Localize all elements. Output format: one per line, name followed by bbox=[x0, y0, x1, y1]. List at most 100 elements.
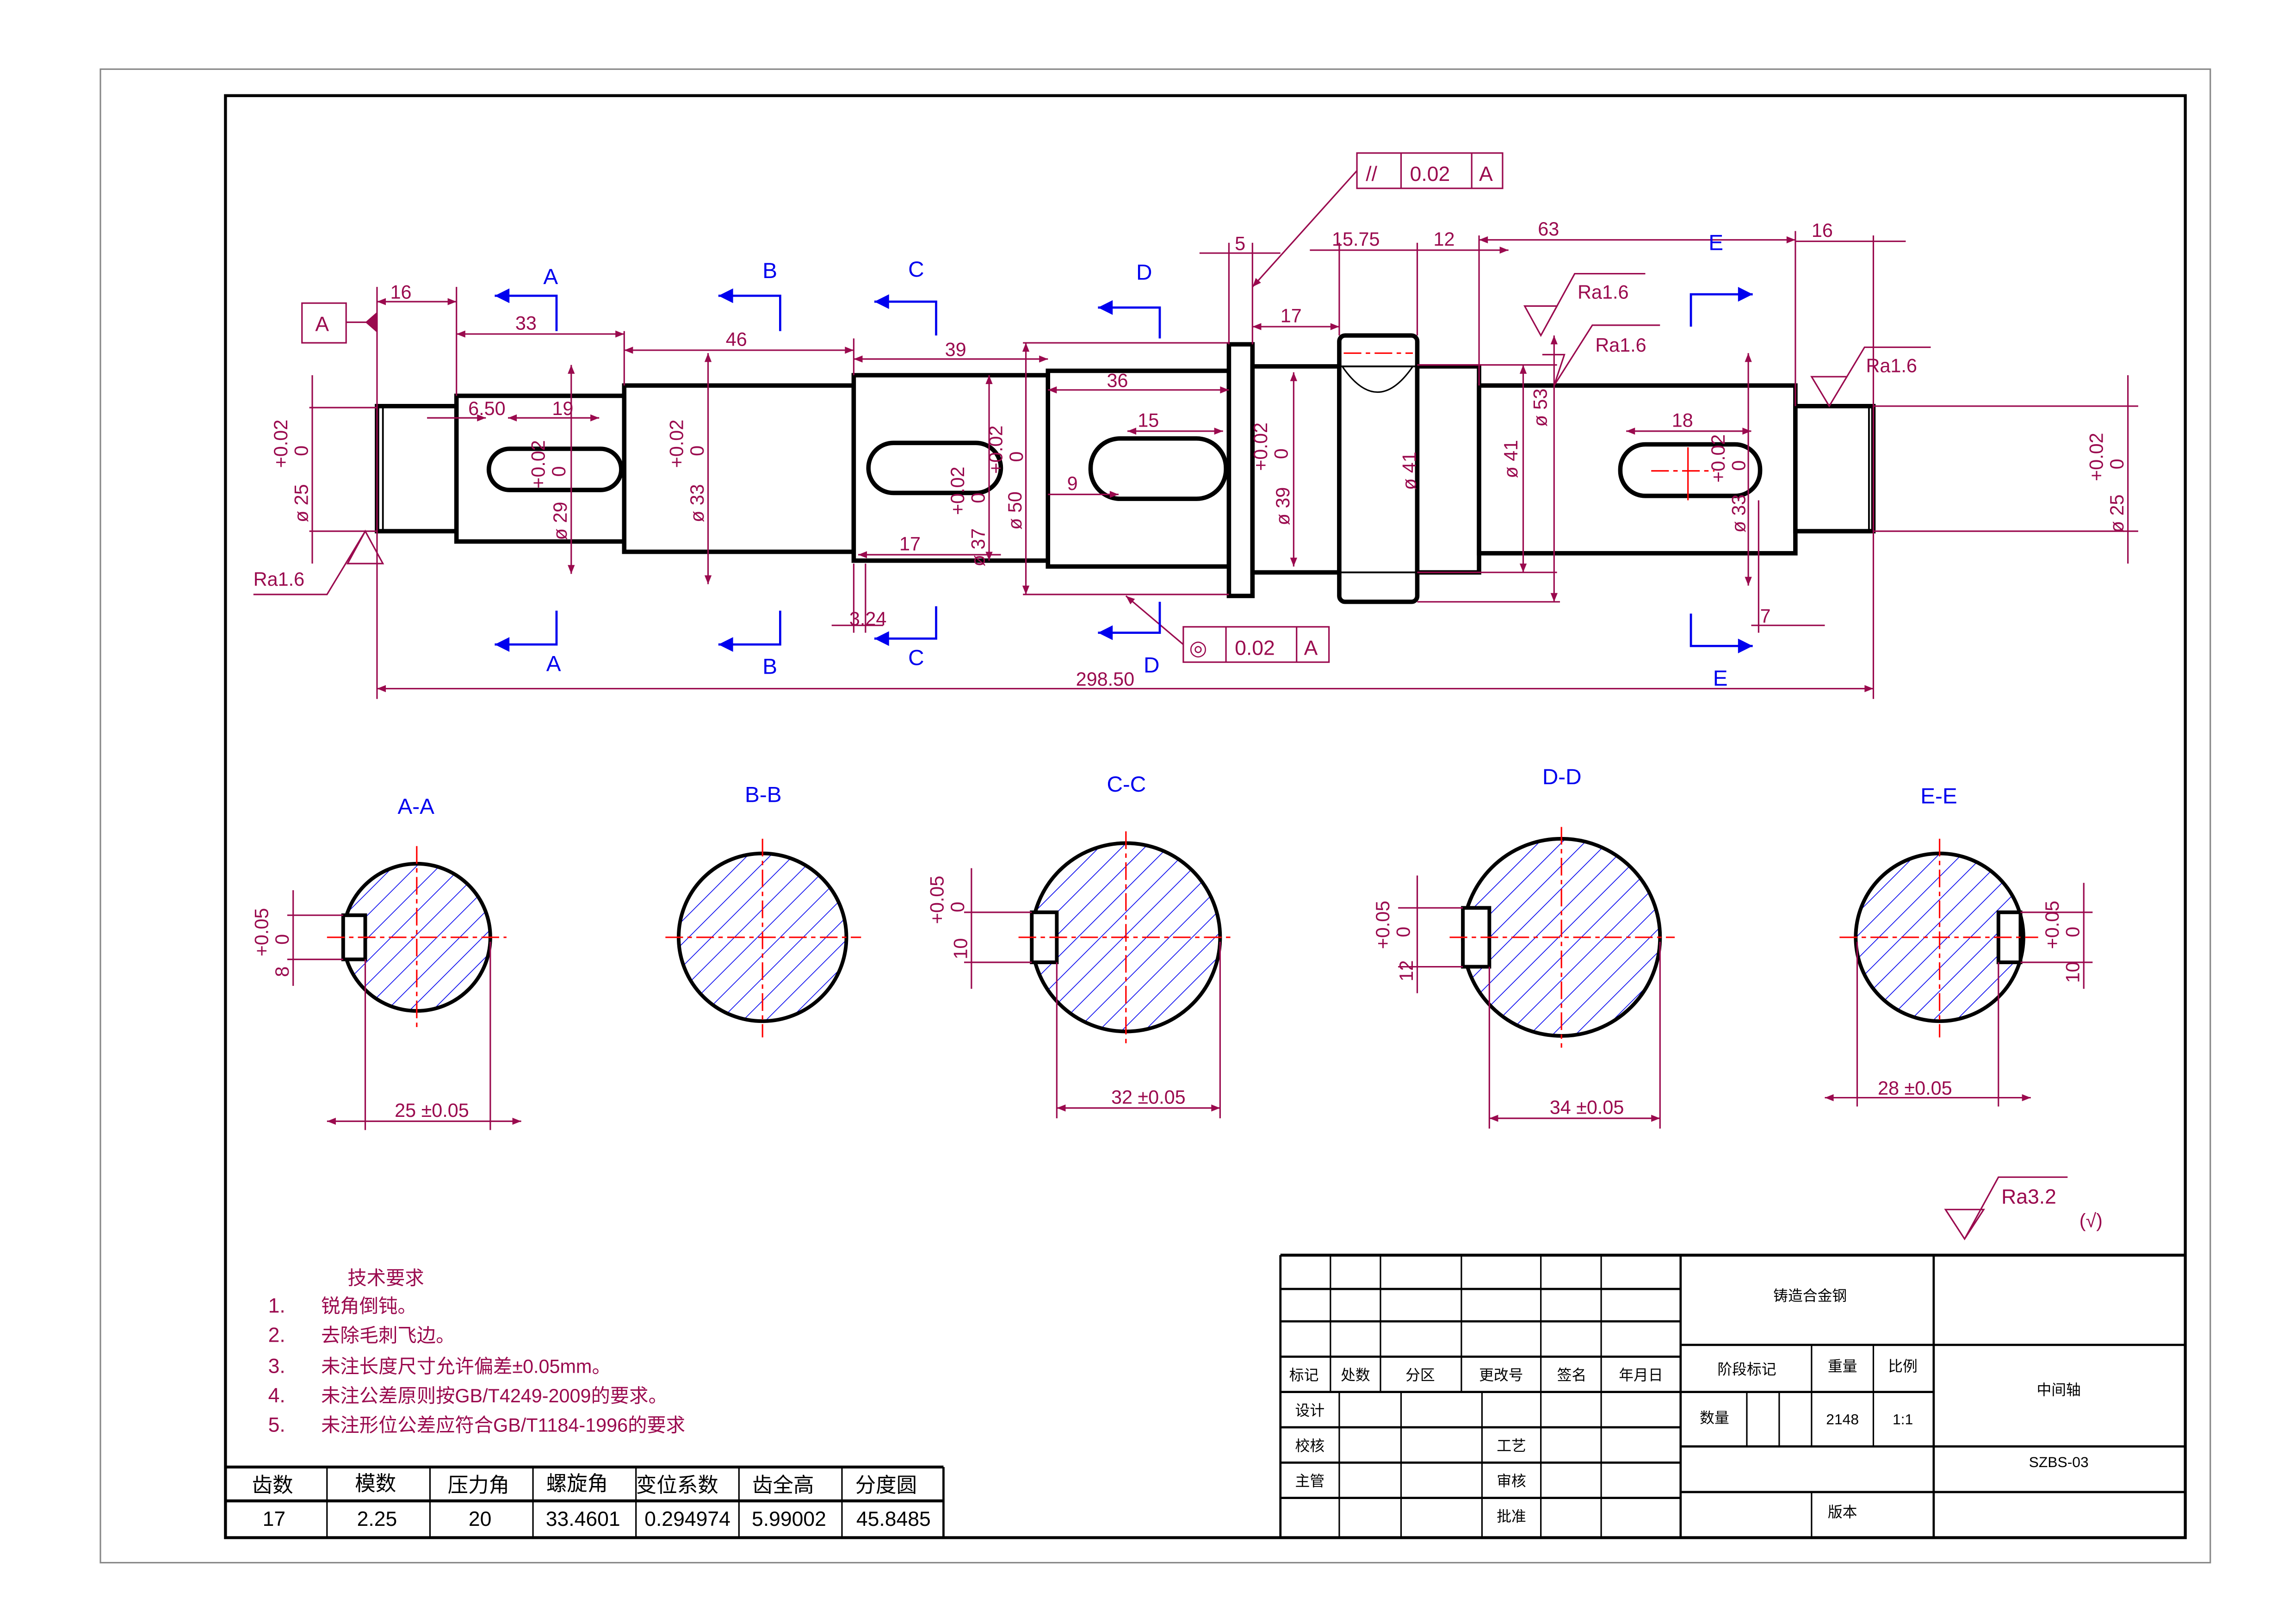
keyway-width: 25 ±0.05 bbox=[395, 1100, 469, 1121]
process-label: 工艺 bbox=[1497, 1437, 1526, 1454]
dim-17-keyway: 17 bbox=[899, 533, 921, 554]
dia-37: ø 37 bbox=[967, 528, 989, 567]
roughness-label: Ra1.6 bbox=[1578, 282, 1628, 303]
item-text: 锐角倒钝。 bbox=[321, 1295, 417, 1317]
section-c-top: C bbox=[908, 257, 924, 282]
tol-up: +0.05 bbox=[2042, 901, 2063, 949]
item-text: 未注形位公差应符合GB/T1184-1996的要求 bbox=[321, 1415, 685, 1436]
tol-lo: 0 bbox=[2062, 927, 2084, 937]
dia-33: ø 33 bbox=[687, 484, 708, 522]
section-e-top: E bbox=[1708, 231, 1723, 255]
approve-label: 批准 bbox=[1497, 1508, 1526, 1525]
section-c-bottom: C bbox=[908, 646, 924, 670]
tol-up: +0.02 bbox=[1250, 422, 1271, 471]
weight-label: 重量 bbox=[1828, 1358, 1857, 1375]
dia-25-right: ø 25 bbox=[2106, 495, 2128, 533]
weight-value: 2148 bbox=[1826, 1411, 1859, 1428]
keyway-width: 34 ±0.05 bbox=[1550, 1097, 1624, 1118]
tol-up: +0.05 bbox=[251, 908, 272, 957]
drawing-number: SZBS-03 bbox=[2029, 1454, 2089, 1470]
datum-ref: A bbox=[1479, 163, 1493, 186]
tol-up: +0.02 bbox=[270, 420, 291, 468]
section-d-d: D-D +0.05 0 12 34 ±0.05 bbox=[1372, 765, 1675, 1129]
gear-value: 20 bbox=[469, 1508, 492, 1530]
section-c-c: C-C +0.05 0 10 32 ±0.05 bbox=[926, 772, 1233, 1119]
quantity-label: 数量 bbox=[1700, 1409, 1729, 1426]
dia-41: ø 41 bbox=[1500, 440, 1522, 478]
dim-36: 36 bbox=[1107, 370, 1128, 391]
item-text: 未注公差原则按GB/T4249-2009的要求。 bbox=[321, 1385, 668, 1406]
dim-5: 5 bbox=[1235, 233, 1245, 254]
gear-header: 分度圆 bbox=[855, 1474, 917, 1497]
roughness-label: Ra1.6 bbox=[254, 569, 304, 590]
dia-53: ø 53 bbox=[1529, 389, 1551, 427]
item-number: 4. bbox=[268, 1384, 285, 1407]
section-title: C-C bbox=[1107, 772, 1146, 797]
dim-12: 12 bbox=[1434, 229, 1455, 250]
dim-9: 9 bbox=[1067, 473, 1078, 494]
section-title: A-A bbox=[397, 794, 434, 819]
tolerance-value: 0.02 bbox=[1410, 163, 1450, 186]
keyway-depth: 10 bbox=[2062, 962, 2084, 983]
tol-lo: 0 bbox=[1006, 452, 1027, 462]
title-block-text: 标记 处数 分区 更改号 签名 年月日 设计 校核 主管 工艺 审核 批准 铸造… bbox=[1289, 1287, 2089, 1524]
concentricity-frame: ◎ 0.02 A bbox=[1182, 626, 1330, 663]
tol-up: +0.02 bbox=[666, 420, 687, 468]
dim-6-50: 6.50 bbox=[468, 398, 505, 419]
material: 铸造合金钢 bbox=[1773, 1287, 1847, 1304]
tol-up: +0.02 bbox=[947, 467, 968, 515]
part-name: 中间轴 bbox=[2036, 1381, 2080, 1398]
design-label: 设计 bbox=[1295, 1402, 1325, 1419]
item-number: 2. bbox=[268, 1324, 285, 1347]
keyway-d bbox=[1088, 436, 1228, 501]
general-roughness: Ra3.2 bbox=[2001, 1186, 2056, 1208]
dim-63: 63 bbox=[1538, 218, 1559, 240]
keyway-a bbox=[486, 446, 624, 492]
gear-header: 变位系数 bbox=[636, 1474, 718, 1497]
dim-19: 19 bbox=[552, 398, 573, 419]
section-b-b: B-B bbox=[665, 782, 861, 1038]
section-title: B-B bbox=[745, 782, 782, 807]
section-markers: A A B B C C D D E E bbox=[495, 231, 1753, 691]
general-roughness-note: (√) bbox=[2079, 1210, 2103, 1231]
rev-header: 处数 bbox=[1341, 1367, 1370, 1383]
dimension-lines bbox=[309, 170, 2138, 699]
gear-value: 2.25 bbox=[357, 1508, 397, 1530]
rev-header: 签名 bbox=[1557, 1367, 1587, 1383]
section-a-a: A-A +0.05 0 8 25 ±0.05 bbox=[251, 794, 521, 1130]
section-b-top: B bbox=[762, 259, 777, 283]
tol-up: +0.02 bbox=[1708, 434, 1729, 483]
dim-16-right: 16 bbox=[1812, 220, 1833, 241]
dia-29: ø 29 bbox=[550, 502, 571, 540]
keyway-width: 28 ±0.05 bbox=[1878, 1078, 1952, 1099]
item-text: 未注长度尺寸允许偏差±0.05mm。 bbox=[321, 1356, 611, 1377]
gear-value: 17 bbox=[263, 1508, 286, 1530]
tol-up: +0.05 bbox=[926, 876, 947, 924]
dim-46: 46 bbox=[726, 328, 747, 350]
review-label: 审核 bbox=[1497, 1473, 1526, 1489]
gear-value: 5.99002 bbox=[752, 1508, 826, 1530]
paper-border bbox=[99, 68, 2211, 1564]
item-number: 3. bbox=[268, 1355, 285, 1377]
tol-lo: 0 bbox=[1728, 460, 1750, 471]
gear-value: 45.8485 bbox=[856, 1508, 931, 1530]
section-e-e: E-E +0.05 0 10 28 ±0.05 bbox=[1825, 784, 2093, 1107]
dim-7: 7 bbox=[1760, 605, 1771, 626]
dim-15-75: 15.75 bbox=[1332, 229, 1380, 250]
rev-header: 分区 bbox=[1405, 1367, 1435, 1383]
diameter-labels: ø 25 +0.02 0 ø 29 +0.02 0 ø 33 +0.02 0 ø… bbox=[270, 389, 2128, 567]
keyway-c bbox=[866, 440, 1003, 496]
stage-mark-label: 阶段标记 bbox=[1717, 1361, 1776, 1378]
tol-lo: 0 bbox=[947, 902, 968, 912]
roughness-symbols: Ra1.6 Ra1.6 Ra1.6 Ra1.6 Ra3.2 (√) bbox=[253, 273, 2103, 1240]
scale-value: 1:1 bbox=[1893, 1411, 1913, 1428]
dia-33-right: ø 33 bbox=[1728, 495, 1750, 533]
tol-lo: 0 bbox=[2106, 459, 2128, 470]
dim-16-left: 16 bbox=[390, 282, 412, 303]
gear-header: 压力角 bbox=[448, 1474, 510, 1497]
tol-up: +0.02 bbox=[985, 426, 1007, 474]
tol-lo: 0 bbox=[687, 446, 708, 456]
section-b-bottom: B bbox=[762, 655, 777, 679]
dim-18: 18 bbox=[1672, 409, 1693, 431]
gear-table-text: 齿数 模数 压力角 螺旋角 变位系数 齿全高 分度圆 17 2.25 20 33… bbox=[252, 1473, 931, 1530]
